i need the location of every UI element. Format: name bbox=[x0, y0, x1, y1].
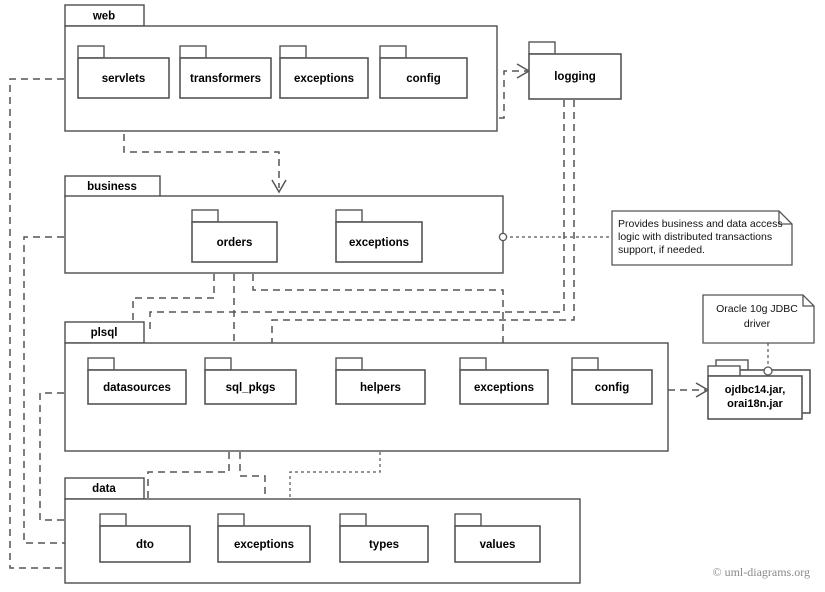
package-values-label: values bbox=[480, 539, 516, 551]
frame-plsql[interactable]: plsql datasources sql_pkgs helpers excep… bbox=[64, 321, 669, 452]
package-dto-body bbox=[99, 525, 191, 563]
package-config-plsql-tab bbox=[571, 357, 599, 371]
note-jdbc: Oracle 10g JDBC driver bbox=[702, 294, 815, 344]
package-config-plsql-body bbox=[571, 369, 653, 405]
package-transformers-body bbox=[179, 57, 272, 99]
frame-business-body bbox=[64, 195, 504, 274]
package-exceptions-data[interactable]: exceptions bbox=[217, 513, 311, 563]
package-transformers-label: transformers bbox=[190, 73, 261, 85]
package-servlets-body bbox=[77, 57, 170, 99]
package-exceptions-plsql-label: exceptions bbox=[474, 382, 534, 394]
arrowhead-into-business bbox=[271, 179, 287, 194]
package-helpers-tab bbox=[335, 357, 363, 371]
package-types[interactable]: types bbox=[339, 513, 429, 563]
frame-data[interactable]: data dto exceptions types values bbox=[64, 477, 581, 584]
artifact-jars-label-line2: orai18n.jar bbox=[727, 398, 783, 410]
package-config-plsql-label: config bbox=[595, 382, 630, 394]
package-logging-body bbox=[528, 53, 622, 100]
artifact-jars-body-front bbox=[707, 375, 803, 420]
package-helpers[interactable]: helpers bbox=[335, 357, 426, 405]
package-exceptions-plsql[interactable]: exceptions bbox=[459, 357, 549, 405]
package-datasources[interactable]: datasources bbox=[87, 357, 187, 405]
package-sql-pkgs-tab bbox=[204, 357, 232, 371]
package-sql-pkgs-label: sql_pkgs bbox=[226, 382, 276, 394]
package-types-label: types bbox=[369, 539, 399, 551]
package-sql-pkgs[interactable]: sql_pkgs bbox=[204, 357, 297, 405]
package-transformers-tab bbox=[179, 45, 207, 59]
package-servlets-tab bbox=[77, 45, 105, 59]
artifact-jars-label-line1: ojdbc14.jar, bbox=[725, 384, 786, 396]
package-config-web-body bbox=[379, 57, 468, 99]
package-values[interactable]: values bbox=[454, 513, 541, 563]
edge-sqlpkgs-to-dto bbox=[147, 404, 230, 508]
frame-data-label: data bbox=[92, 483, 116, 495]
package-dto-tab bbox=[99, 513, 127, 527]
edge-orders-to-exceptions-plsql bbox=[252, 262, 504, 358]
package-config-web-tab bbox=[379, 45, 407, 59]
frame-business-label: business bbox=[87, 181, 137, 193]
package-exceptions-web-tab bbox=[279, 45, 307, 59]
package-transformers[interactable]: transformers bbox=[179, 45, 272, 99]
package-exceptions-data-label: exceptions bbox=[234, 539, 294, 551]
artifact-jars-tab-front bbox=[707, 365, 741, 377]
package-config-plsql[interactable]: config bbox=[571, 357, 653, 405]
note-business-line-1: Provides business and data access bbox=[618, 218, 783, 230]
credit-text: © uml-diagrams.org bbox=[712, 565, 810, 579]
package-servlets-label: servlets bbox=[102, 73, 145, 85]
package-logging-label: logging bbox=[554, 71, 596, 83]
package-types-body bbox=[339, 525, 429, 563]
package-dto[interactable]: dto bbox=[99, 513, 191, 563]
package-orders-body bbox=[191, 221, 278, 263]
note-business: Provides business and data access logic … bbox=[611, 210, 793, 266]
edge-helpers-to-exceptions-data bbox=[289, 404, 381, 508]
package-logging-tab bbox=[528, 41, 556, 55]
artifact-anchor-dot bbox=[763, 366, 773, 376]
note-jdbc-line-2: driver bbox=[744, 318, 771, 330]
note-jdbc-fold bbox=[802, 295, 814, 307]
package-orders-tab bbox=[191, 209, 219, 223]
note-jdbc-shape bbox=[702, 294, 815, 344]
package-helpers-label: helpers bbox=[360, 382, 401, 394]
frame-data-body bbox=[64, 498, 581, 584]
note-business-line-2: logic with distributed transactions bbox=[618, 231, 772, 243]
package-servlets[interactable]: servlets bbox=[77, 45, 170, 99]
note-business-line-3: support, if needed. bbox=[618, 244, 705, 256]
package-exceptions-web-body bbox=[279, 57, 369, 99]
note-business-fold bbox=[778, 211, 792, 225]
note-jdbc-line-1: Oracle 10g JDBC bbox=[716, 303, 798, 315]
package-exceptions-plsql-body bbox=[459, 369, 549, 405]
package-exceptions-web[interactable]: exceptions bbox=[279, 45, 369, 99]
edge-logging-rail-b bbox=[271, 100, 575, 358]
package-datasources-label: datasources bbox=[103, 382, 171, 394]
frame-web[interactable]: web servlets transformers exceptions con… bbox=[64, 4, 498, 132]
package-exceptions-plsql-tab bbox=[459, 357, 487, 371]
package-exceptions-data-body bbox=[217, 525, 311, 563]
package-orders-label: orders bbox=[217, 237, 253, 249]
package-config-web-label: config bbox=[406, 73, 441, 85]
package-values-tab bbox=[454, 513, 482, 527]
package-datasources-body bbox=[87, 369, 187, 405]
package-helpers-body bbox=[335, 369, 426, 405]
package-exceptions-business-label: exceptions bbox=[349, 237, 409, 249]
package-values-body bbox=[454, 525, 541, 563]
artifact-jdbc-jars[interactable]: ojdbc14.jar, orai18n.jar bbox=[707, 359, 811, 420]
package-exceptions-business-tab bbox=[335, 209, 363, 223]
package-orders[interactable]: orders bbox=[191, 209, 278, 263]
package-exceptions-data-tab bbox=[217, 513, 245, 527]
package-config-web[interactable]: config bbox=[379, 45, 468, 99]
note-business-shape bbox=[611, 210, 793, 266]
package-types-tab bbox=[339, 513, 367, 527]
business-interface-anchor bbox=[498, 232, 508, 242]
package-exceptions-business-body bbox=[335, 221, 423, 263]
frame-plsql-label: plsql bbox=[91, 327, 118, 339]
frame-web-label: web bbox=[92, 11, 115, 23]
package-sql-pkgs-body bbox=[204, 369, 297, 405]
frame-business[interactable]: business orders exceptions bbox=[64, 175, 508, 274]
package-exceptions-business[interactable]: exceptions bbox=[335, 209, 423, 263]
package-logging[interactable]: logging bbox=[528, 41, 622, 100]
package-dto-label: dto bbox=[136, 539, 154, 551]
package-datasources-tab bbox=[87, 357, 115, 371]
package-exceptions-web-label: exceptions bbox=[294, 73, 354, 85]
